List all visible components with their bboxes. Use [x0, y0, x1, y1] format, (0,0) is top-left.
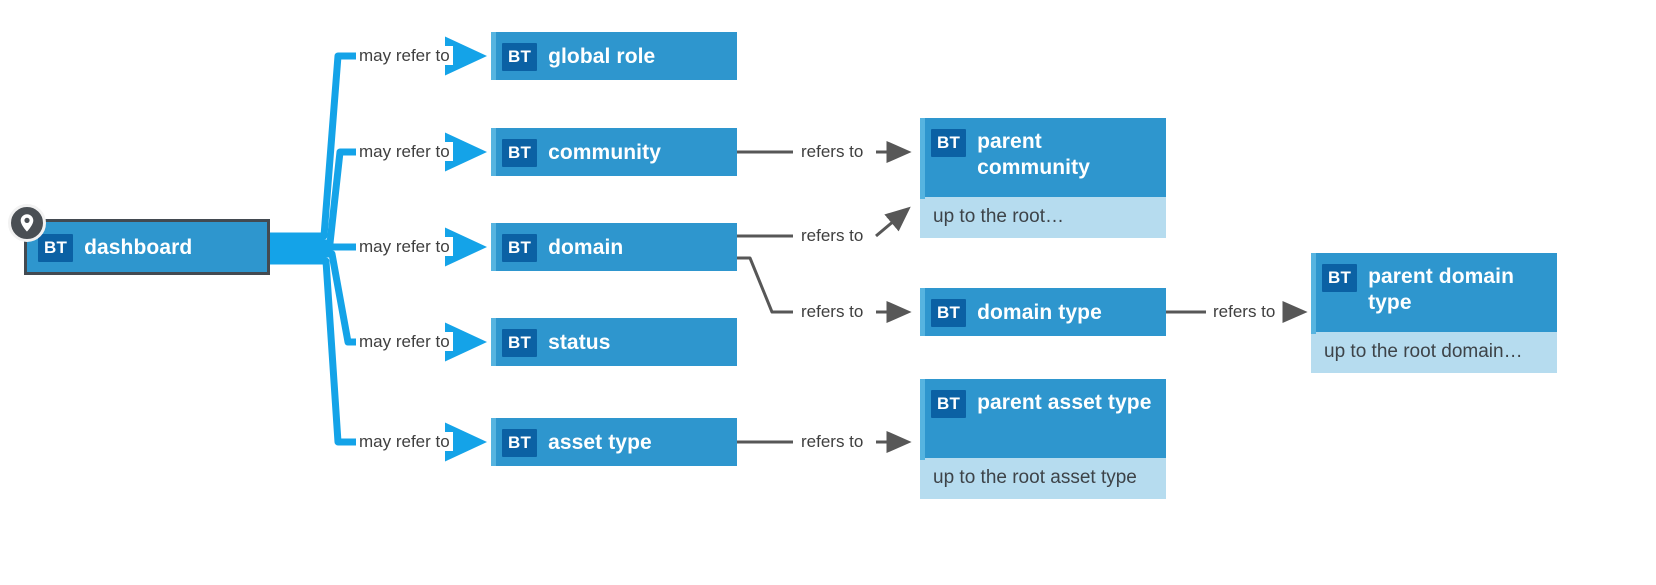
edge-label-refers-to-parent-community-2: refers to [798, 226, 867, 245]
edge-dashboard-community [268, 148, 358, 247]
bt-badge-icon: BT [1322, 264, 1358, 292]
bt-badge-icon: BT [502, 139, 538, 167]
node-parent-domain-type-header: BT parent domain type [1311, 253, 1557, 332]
node-dashboard-label: dashboard [84, 235, 193, 259]
bt-badge-icon: BT [931, 129, 967, 157]
node-status-header: BT status [491, 318, 737, 367]
edge-domain-domain-type [737, 256, 793, 314]
node-parent-domain-type-label: parent domain type [1368, 265, 1515, 314]
node-parent-asset-type-label: parent asset type [977, 391, 1152, 414]
node-parent-asset-type[interactable]: BT parent asset type up to the root asse… [920, 379, 1166, 499]
node-global-role-label: global role [548, 45, 656, 68]
node-asset-type[interactable]: BT asset type [491, 418, 737, 466]
edge-label-may-refer-to-asset-type: may refer to [356, 432, 453, 451]
node-parent-asset-type-header: BT parent asset type [920, 379, 1166, 458]
node-parent-domain-type-subtitle: up to the root domain… [1311, 332, 1557, 373]
node-global-role-header: BT global role [491, 32, 737, 81]
node-status[interactable]: BT status [491, 318, 737, 366]
node-parent-community-label: parent community [977, 130, 1090, 179]
bt-badge-icon: BT [38, 233, 74, 262]
node-asset-type-header: BT asset type [491, 418, 737, 467]
node-domain-header: BT domain [491, 223, 737, 272]
node-dashboard[interactable]: BT dashboard [24, 219, 270, 275]
edge-dashboard-asset-type [268, 257, 358, 446]
edge-label-refers-to-parent-community: refers to [798, 142, 867, 161]
bt-badge-icon: BT [502, 329, 538, 357]
node-community[interactable]: BT community [491, 128, 737, 176]
node-domain-label: domain [548, 236, 624, 259]
node-parent-community[interactable]: BT parent community up to the root… [920, 118, 1166, 238]
node-community-header: BT community [491, 128, 737, 177]
edge-label-may-refer-to-domain: may refer to [356, 237, 453, 256]
node-domain-type[interactable]: BT domain type [920, 288, 1166, 336]
node-domain-type-header: BT domain type [920, 288, 1166, 337]
node-domain-type-label: domain type [977, 301, 1102, 324]
edge-dashboard-global-role [268, 52, 358, 240]
node-parent-community-subtitle: up to the root… [920, 197, 1166, 238]
edge-label-refers-to-parent-domain-type: refers to [1210, 302, 1279, 321]
arrowhead-parent-community-b [875, 206, 911, 238]
edge-label-refers-to-parent-asset-type: refers to [798, 432, 867, 451]
bt-badge-icon: BT [502, 234, 538, 262]
edge-label-may-refer-to-global-role: may refer to [356, 46, 453, 65]
node-dashboard-header: BT dashboard [27, 222, 267, 272]
node-parent-domain-type[interactable]: BT parent domain type up to the root dom… [1311, 253, 1557, 373]
location-pin-icon [8, 204, 46, 242]
bt-badge-icon: BT [502, 429, 538, 457]
node-asset-type-label: asset type [548, 431, 652, 454]
node-parent-asset-type-subtitle: up to the root asset type [920, 458, 1166, 499]
node-community-label: community [548, 141, 661, 164]
edge-label-may-refer-to-status: may refer to [356, 332, 453, 351]
edge-label-refers-to-domain-type: refers to [798, 302, 867, 321]
bt-badge-icon: BT [931, 390, 967, 418]
node-domain[interactable]: BT domain [491, 223, 737, 271]
bt-badge-icon: BT [502, 43, 538, 71]
node-status-label: status [548, 331, 611, 354]
edge-label-may-refer-to-community: may refer to [356, 142, 453, 161]
edge-dashboard-status [268, 250, 358, 346]
node-parent-community-header: BT parent community [920, 118, 1166, 197]
bt-badge-icon: BT [931, 299, 967, 327]
node-global-role[interactable]: BT global role [491, 32, 737, 80]
